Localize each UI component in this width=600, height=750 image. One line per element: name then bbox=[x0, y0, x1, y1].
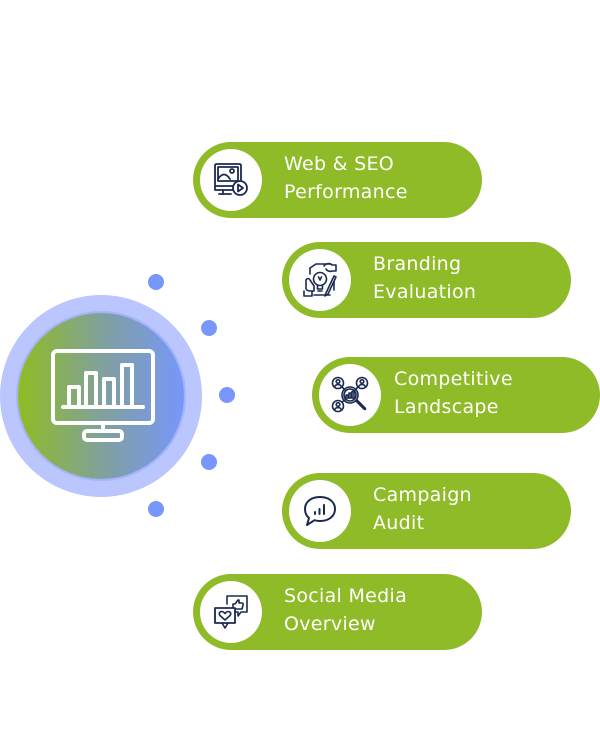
item-label-line1: Web & SEO bbox=[284, 153, 395, 175]
hub-inner-circle bbox=[18, 313, 184, 479]
icon-badge bbox=[200, 149, 262, 211]
web-media-icon bbox=[214, 163, 248, 196]
connector-dot bbox=[201, 320, 217, 336]
item-label-line1: Branding bbox=[373, 253, 462, 275]
item-label: Branding Evaluation bbox=[373, 250, 476, 306]
chat-chart-icon bbox=[304, 496, 336, 526]
item-campaign-audit[interactable]: Campaign Audit bbox=[282, 473, 571, 549]
icon-badge bbox=[319, 364, 381, 426]
item-label: Competitive Landscape bbox=[394, 365, 513, 421]
connector-dot bbox=[148, 501, 164, 517]
branding-idea-icon bbox=[303, 262, 337, 297]
item-competitive-landscape[interactable]: Competitive Landscape bbox=[312, 357, 600, 433]
competitive-analysis-icon bbox=[331, 376, 369, 413]
item-label-line2: Landscape bbox=[394, 396, 499, 418]
item-label: Social Media Overview bbox=[284, 582, 407, 638]
icon-badge bbox=[289, 480, 351, 542]
item-label-line1: Social Media bbox=[284, 585, 408, 607]
item-label-line2: Performance bbox=[284, 181, 408, 203]
item-branding-evaluation[interactable]: Branding Evaluation bbox=[282, 242, 571, 318]
social-like-heart-icon bbox=[214, 595, 248, 629]
item-label-line1: Competitive bbox=[394, 368, 513, 390]
monitor-bar-chart-icon bbox=[51, 349, 155, 442]
item-social-media-overview[interactable]: Social Media Overview bbox=[193, 574, 482, 650]
connector-dot bbox=[219, 387, 235, 403]
item-web-seo-performance[interactable]: Web & SEO Performance bbox=[193, 142, 482, 218]
item-label-line1: Campaign bbox=[373, 484, 472, 506]
connector-dot bbox=[201, 454, 217, 470]
item-label: Web & SEO Performance bbox=[284, 150, 408, 206]
item-label-line2: Audit bbox=[373, 512, 425, 534]
item-label: Campaign Audit bbox=[373, 481, 472, 537]
item-label-line2: Evaluation bbox=[373, 281, 477, 303]
item-label-line2: Overview bbox=[284, 613, 376, 635]
connector-dot bbox=[148, 274, 164, 290]
icon-badge bbox=[289, 249, 351, 311]
icon-badge bbox=[200, 581, 262, 643]
